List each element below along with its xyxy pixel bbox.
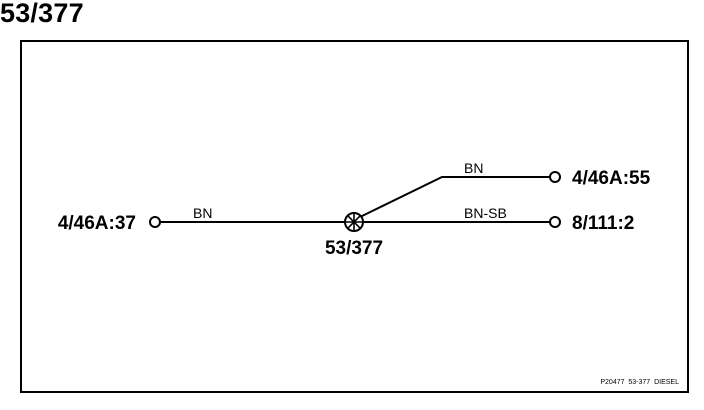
wire-left-label: BN [193, 205, 212, 221]
splice-icon [344, 212, 364, 232]
terminal-left-connector [149, 216, 161, 228]
footer-reference: P20477 53-377 DIESEL [600, 379, 679, 386]
wire-upper-label: BN [464, 160, 483, 176]
wire-lower-label: BN-SB [464, 205, 507, 221]
terminal-lower-right-connector [549, 216, 561, 228]
terminal-upper-right-connector [549, 171, 561, 183]
terminal-upper-right-label: 4/46A:55 [572, 168, 651, 189]
diagram-frame [20, 40, 689, 393]
wire-upper [359, 176, 550, 218]
terminal-lower-right-label: 8/111:2 [572, 213, 634, 234]
splice-label: 53/377 [325, 238, 383, 259]
terminal-left-label: 4/46A:37 [58, 213, 136, 234]
page-title: 53/377 [0, 0, 84, 28]
